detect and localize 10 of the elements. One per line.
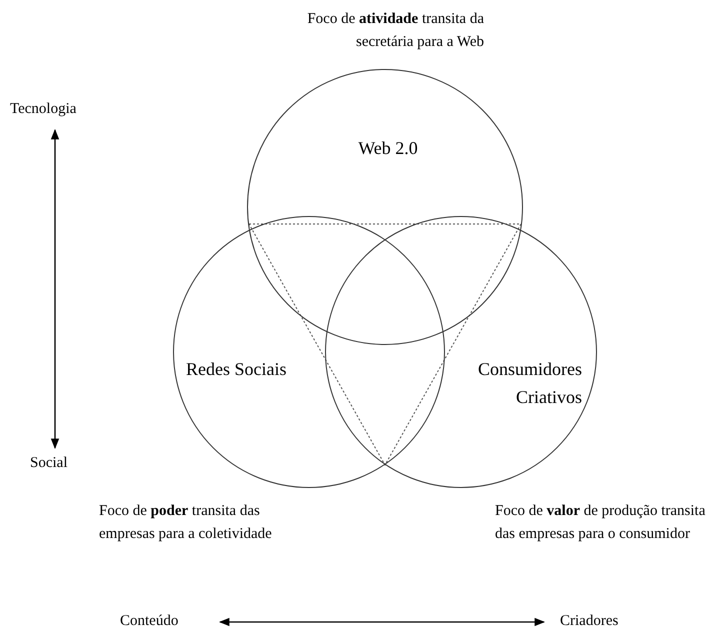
annotation-text: Foco de poder transita das empresas para a coletividade [99, 502, 273, 544]
axis-label: Conteúdo [120, 612, 178, 631]
axis-label: Criadores [560, 612, 618, 631]
annotation-text: Foco de atividade transita da secretária para a Web [306, 10, 484, 52]
axis-label: Tecnologia [10, 100, 76, 119]
axis-label: Social [30, 454, 68, 473]
circle-label: Web 2.0 [357, 137, 419, 160]
annotation-text: Foco de valor de produção transita das empresas para o consumidor [495, 502, 706, 544]
circle-label: Consumidores Criativos [476, 358, 582, 409]
circle-label: Redes Sociais [186, 358, 288, 381]
